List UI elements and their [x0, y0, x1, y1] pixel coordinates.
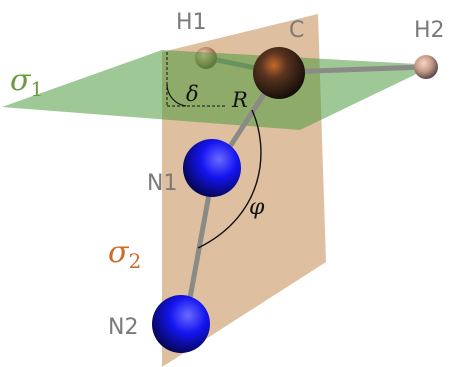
- label-sigma1: σ1: [10, 63, 43, 101]
- bond-c-h2: [284, 64, 425, 75]
- label-h1: H1: [176, 10, 207, 35]
- atom-n1: [183, 139, 241, 197]
- phi-arc: [197, 109, 262, 249]
- bond-n1-n2: [183, 177, 215, 321]
- atom-c: [253, 47, 305, 99]
- label-n2: N2: [108, 315, 138, 340]
- label-h2: H2: [414, 18, 445, 43]
- label-r: R: [231, 88, 248, 112]
- label-c: C: [289, 18, 304, 43]
- atom-h2: [414, 55, 438, 79]
- sigma1-plane: [2, 50, 435, 130]
- delta-arc: [166, 83, 187, 107]
- label-sigma2: σ2: [108, 235, 141, 273]
- label-delta: δ: [186, 82, 199, 106]
- label-phi: φ: [249, 195, 265, 220]
- atom-n2: [152, 295, 210, 353]
- label-n1: N1: [147, 171, 177, 196]
